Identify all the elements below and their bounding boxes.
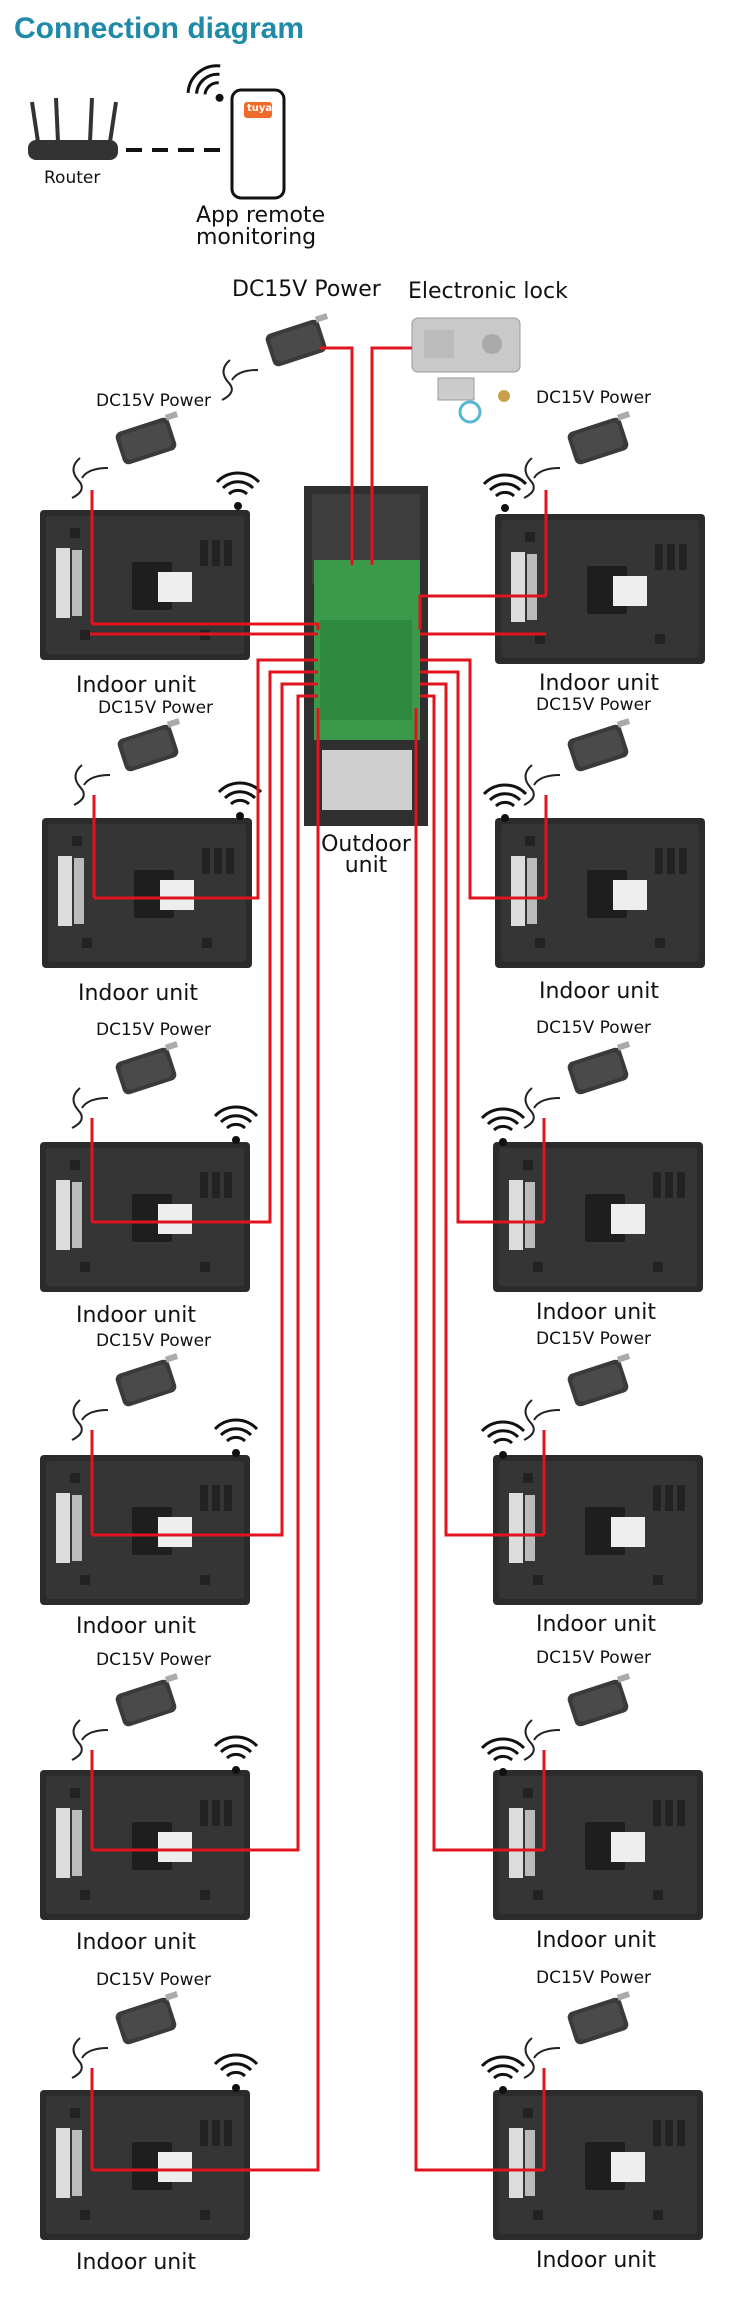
indoor-label-left-3: Indoor unit xyxy=(76,1303,196,1328)
power-label-right-4: DC15V Power xyxy=(536,1329,652,1349)
indoor-label-left-6: Indoor unit xyxy=(76,2250,196,2275)
indoor-label-right-5: Indoor unit xyxy=(536,1928,656,1953)
power-label-left-1: DC15V Power xyxy=(96,391,212,411)
power-label-left-6: DC15V Power xyxy=(96,1970,212,1990)
power-label-right-1: DC15V Power xyxy=(536,388,652,408)
power-label-right-3: DC15V Power xyxy=(536,1018,652,1038)
tuya-logo-text: tuya xyxy=(247,103,273,114)
power-label-left-5: DC15V Power xyxy=(96,1650,212,1670)
lock-label: Electronic lock xyxy=(408,279,568,304)
router-icon xyxy=(28,97,118,160)
top-power-label: DC15V Power xyxy=(232,277,381,302)
router-label: Router xyxy=(44,168,101,188)
page-title: Connection diagram xyxy=(14,12,305,45)
indoor-label-left-5: Indoor unit xyxy=(76,1930,196,1955)
power-label-left-3: DC15V Power xyxy=(96,1020,212,1040)
indoor-label-right-6: Indoor unit xyxy=(536,2248,656,2273)
electronic-lock-icon xyxy=(411,317,521,424)
indoor-label-right-3: Indoor unit xyxy=(536,1300,656,1325)
outdoor-label-line2: unit xyxy=(344,853,388,878)
app-label-line2: monitoring xyxy=(196,225,317,250)
phone-icon xyxy=(230,88,286,200)
indoor-label-right-4: Indoor unit xyxy=(536,1612,656,1637)
indoor-label-right-2: Indoor unit xyxy=(539,979,659,1004)
indoor-label-left-1: Indoor unit xyxy=(76,673,196,698)
power-label-left-4: DC15V Power xyxy=(96,1331,212,1351)
indoor-label-right-1: Indoor unit xyxy=(539,671,659,696)
outdoor-unit-panel xyxy=(304,486,428,826)
indoor-label-left-4: Indoor unit xyxy=(76,1614,196,1639)
outdoor-label-line1: Outdoor xyxy=(321,832,411,857)
power-label-right-6: DC15V Power xyxy=(536,1968,652,1988)
power-label-right-2: DC15V Power xyxy=(536,695,652,715)
power-label-right-5: DC15V Power xyxy=(536,1648,652,1668)
indoor-label-left-2: Indoor unit xyxy=(78,981,198,1006)
app-label-line1: App remote xyxy=(196,203,326,228)
power-label-left-2: DC15V Power xyxy=(98,698,214,718)
